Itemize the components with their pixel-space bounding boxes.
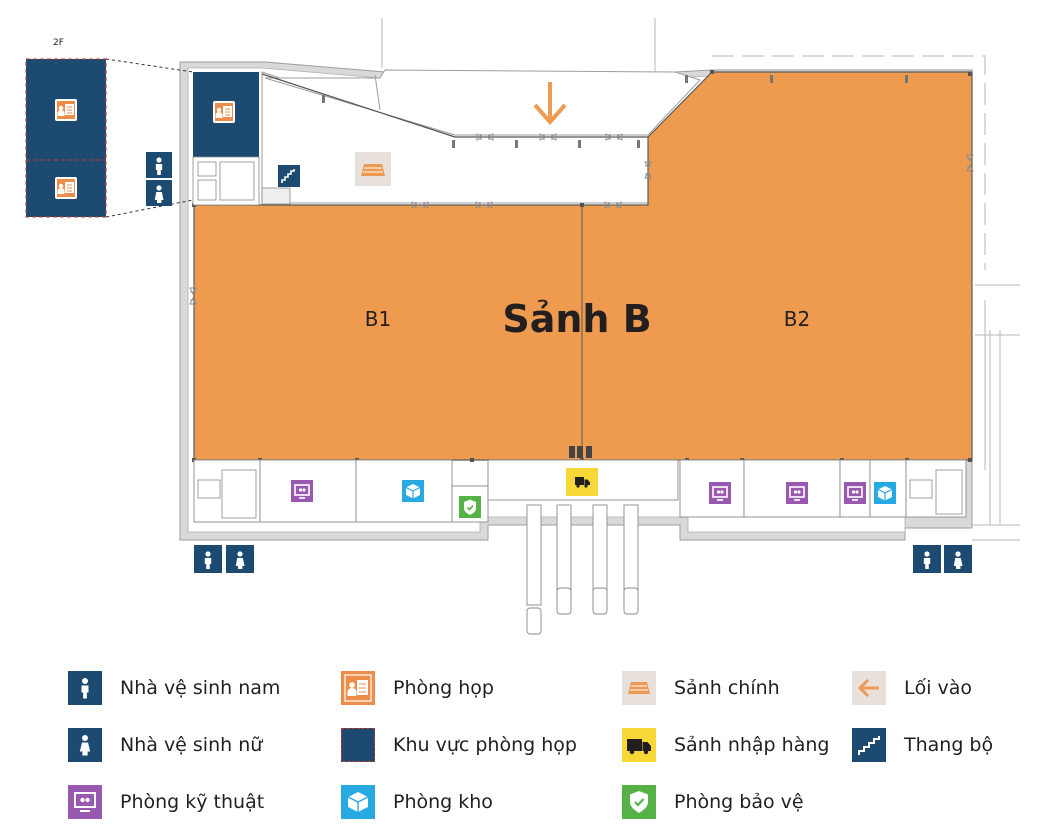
site-outlines	[381, 18, 1020, 541]
entrance-arrow-icon	[852, 671, 886, 705]
floor-2f-inset: 2F	[25, 38, 194, 218]
restroom-icons-map	[146, 152, 972, 573]
floor-plan-map: Sảnh B B1 B2	[25, 18, 1020, 635]
security-room-icon	[622, 785, 656, 819]
truck-bays	[526, 504, 639, 635]
main-lobby-icon	[622, 671, 656, 705]
legend-label: Nhà vệ sinh nam	[120, 677, 281, 699]
floor-label-2f: 2F	[53, 38, 64, 48]
legend-item-loading-dock: Sảnh nhập hàng	[622, 727, 829, 763]
zone-label-b1: B1	[365, 307, 391, 331]
legend-label: Phòng kỹ thuật	[120, 791, 265, 813]
meeting-room-icon	[212, 100, 236, 124]
legend-label: Phòng kho	[393, 791, 493, 813]
loading-dock-icon-map	[566, 468, 598, 496]
meeting-room-icon	[341, 671, 375, 705]
entrance-arrow	[533, 82, 567, 126]
corridor-fixtures	[322, 75, 908, 148]
legend-item-security-room: Phòng bảo vệ	[622, 784, 804, 820]
legend-label: Thang bộ	[904, 734, 994, 756]
meeting-area-icon	[341, 728, 375, 762]
restroom-block-upper	[192, 156, 291, 206]
legend-label: Phòng bảo vệ	[674, 791, 804, 813]
legend-label: Phòng họp	[393, 677, 494, 699]
legend-item-meeting-room: Phòng họp	[341, 670, 494, 706]
loading-dock-icon	[622, 728, 656, 762]
legend-item-main-lobby: Sảnh chính	[622, 670, 780, 706]
hall-title: Sảnh B	[502, 297, 651, 341]
meeting-room-area	[193, 72, 259, 157]
legend-item-female-restroom: Nhà vệ sinh nữ	[68, 727, 262, 763]
female-restroom-icon	[68, 728, 102, 762]
map-legend: Nhà vệ sinh nam Phòng họp Sảnh chính	[0, 660, 1052, 840]
legend-item-entrance: Lối vào	[852, 670, 972, 706]
legend-item-meeting-area: Khu vực phòng họp	[341, 727, 577, 763]
stairs-icon	[852, 728, 886, 762]
technical-room-icon	[68, 785, 102, 819]
security-room-icon-map	[458, 495, 482, 519]
legend-label: Sảnh nhập hàng	[674, 734, 830, 756]
stairs-icon-map	[277, 164, 301, 188]
storage-room-icon	[341, 785, 375, 819]
hall-b: Sảnh B B1 B2	[193, 71, 973, 461]
legend-item-technical-room: Phòng kỹ thuật	[68, 784, 264, 820]
main-lobby-icon-map	[355, 152, 391, 186]
restroom-stalls-bottom	[197, 469, 963, 519]
legend-label: Lối vào	[904, 677, 973, 699]
zone-label-b2: B2	[784, 307, 810, 331]
male-restroom-icon	[68, 671, 102, 705]
legend-item-storage-room: Phòng kho	[341, 784, 493, 820]
legend-item-male-restroom: Nhà vệ sinh nam	[68, 670, 280, 706]
legend-label: Sảnh chính	[674, 677, 780, 699]
legend-label: Nhà vệ sinh nữ	[120, 734, 263, 756]
legend-label: Khu vực phòng họp	[393, 734, 577, 756]
legend-item-stairs: Thang bộ	[852, 727, 993, 763]
hall-equipment	[569, 446, 592, 458]
